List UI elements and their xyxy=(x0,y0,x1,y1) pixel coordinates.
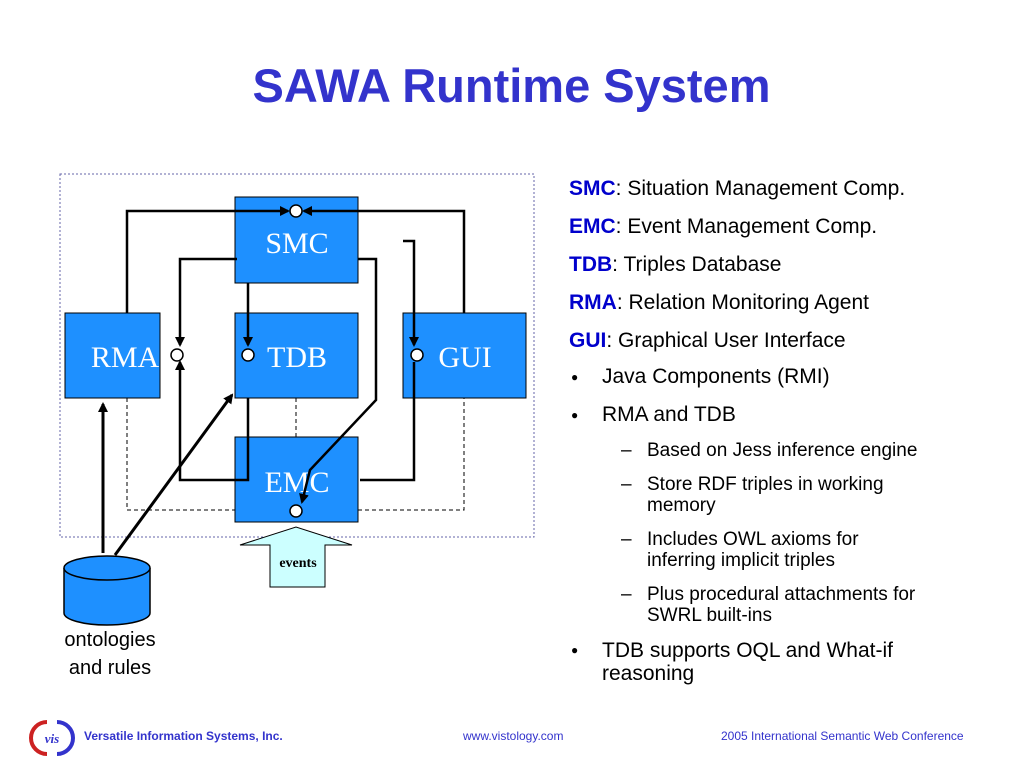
legend-item: EMC: Event Management Comp. xyxy=(569,215,878,238)
legend-item: RMA: Relation Monitoring Agent xyxy=(569,291,869,314)
vis-logo-icon: vis xyxy=(29,720,75,756)
emc-label: EMC xyxy=(264,466,329,499)
footer-company: Versatile Information Systems, Inc. xyxy=(84,729,283,743)
bullet-dot-icon: ● xyxy=(571,408,579,422)
sub-bullet-item: –Based on Jess inference engine xyxy=(621,440,918,461)
database-label-line2: and rules xyxy=(68,657,152,679)
database-label-line1: ontologies xyxy=(64,629,156,651)
legend-item: SMC: Situation Management Comp. xyxy=(569,177,906,200)
dash-icon: – xyxy=(621,529,632,550)
bullet-dot-icon: ● xyxy=(571,643,579,657)
page-title: SAWA Runtime System xyxy=(252,59,771,112)
events-arrow xyxy=(239,526,353,588)
legend-panel: SMC: Situation Management Comp. EMC: Eve… xyxy=(569,174,1009,685)
database-cylinder-icon xyxy=(63,555,151,626)
tdb-box xyxy=(234,312,359,399)
dash-icon: – xyxy=(621,474,632,495)
solid-arrows xyxy=(125,206,466,504)
legend-item: TDB: Triples Database xyxy=(569,253,782,276)
footer-url[interactable]: www.vistology.com xyxy=(463,729,564,743)
gui-box xyxy=(402,312,527,399)
port-circles xyxy=(170,204,424,518)
tdb-label: TDB xyxy=(267,341,327,374)
database-label: ontologies and rules xyxy=(40,626,180,682)
dash-icon: – xyxy=(621,440,632,461)
bullet-item: ●RMA and TDB xyxy=(571,403,736,426)
database-arrows xyxy=(98,393,234,556)
dash-icon: – xyxy=(621,584,632,605)
gui-label: GUI xyxy=(438,341,491,374)
events-label: events xyxy=(279,556,317,571)
rma-box xyxy=(64,312,161,399)
rma-label: RMA xyxy=(91,341,160,374)
legend-item: GUI: Graphical User Interface xyxy=(569,329,846,352)
footer-conference: 2005 International Semantic Web Conferen… xyxy=(721,729,964,743)
bullet-dot-icon: ● xyxy=(571,370,579,384)
svg-text:vis: vis xyxy=(45,731,59,746)
bullet-item: ●Java Components (RMI) xyxy=(571,365,830,388)
smc-label: SMC xyxy=(265,227,328,260)
